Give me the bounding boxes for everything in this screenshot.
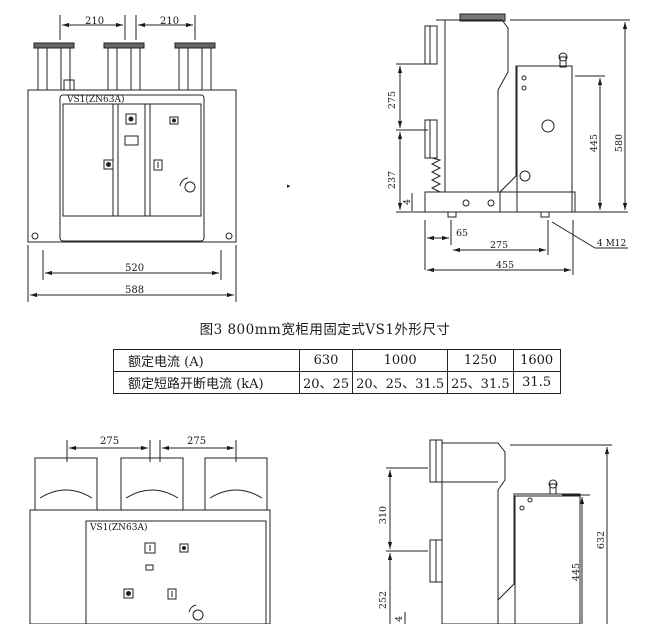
table-cell: 1000 [352,349,449,372]
svg-text:▸: ▸ [287,182,291,190]
dim-fig3-overall: 588 [125,285,144,296]
dim-fig4-4: 4 [394,616,405,622]
counter-icon [124,135,139,146]
row-label: 额定电流 (A) [113,349,300,372]
dim-fig3-4: 4 [402,199,413,205]
pole-middle-fig4 [120,457,184,511]
fig4-side-view [386,439,612,624]
side-hole-icon [541,119,555,133]
dim-fig3-445: 445 [589,134,600,152]
manual-operation-icon [184,181,196,193]
pole-right-fig4 [204,457,268,511]
dim-fig3-65: 65 [456,228,468,239]
fig3-side-view [396,13,630,275]
table-row: 额定电流 (A) 630 1000 1250 1600 [113,349,561,372]
pole-left-fig4 [34,457,98,511]
dim-fig4-252: 252 [378,591,389,609]
dim-fig4-632: 632 [596,531,607,549]
table-cell: 630 [298,349,354,372]
dim-fig3-pole-left: 210 [85,16,104,27]
dim-fig3-275-bottom: 275 [490,240,508,251]
dim-fig3-bolt: 4 M12 [597,239,626,249]
dim-fig3-pole-right: 210 [160,16,179,27]
indicator-on-off-icon [125,113,137,125]
dim-fig3-237: 237 [387,171,398,189]
table-cell: 1250 [447,349,514,372]
ratings-table: 额定电流 (A) 630 1000 1250 1600 额定短路开断电流 (kA… [113,349,561,394]
dim-fig4-310: 310 [378,506,389,524]
table-row: 额定短路开断电流 (kA) 20、25 20、25、31.5 25、31.5 3… [113,371,561,394]
table-cell: 20、25、31.5 [352,371,449,394]
pole-left [33,42,75,91]
pole-right [174,42,216,91]
front-panel [59,94,205,242]
table-cell: 20、25 [298,371,354,394]
figure-caption: 图3 800mm宽柜用固定式VS1外形尺寸 [199,322,451,338]
dim-fig3-455: 455 [496,260,514,271]
table-cell: 31.5 [512,371,561,394]
dim-fig4-pole-right: 275 [187,436,206,447]
fig4-front-view [29,440,271,624]
dim-fig4-445: 445 [571,563,582,581]
dim-fig4-pole-left: 275 [100,436,119,447]
row-label: 额定短路开断电流 (kA) [113,371,300,394]
breaker-body [27,89,237,243]
indicator-spring-icon [169,116,179,125]
dim-fig3-275-vertical: 275 [387,91,398,109]
table-cell: 25、31.5 [447,371,514,394]
pole-middle [103,42,145,91]
dim-fig3-580: 580 [614,134,625,152]
fig4-nameplate: VS1(ZN63A) [89,522,148,533]
fig3-nameplate: VS1(ZN63A) [66,94,125,105]
fig3-front-view [27,15,237,302]
dim-fig3-mount: 520 [125,263,144,274]
table-cell: 1600 [512,349,561,372]
